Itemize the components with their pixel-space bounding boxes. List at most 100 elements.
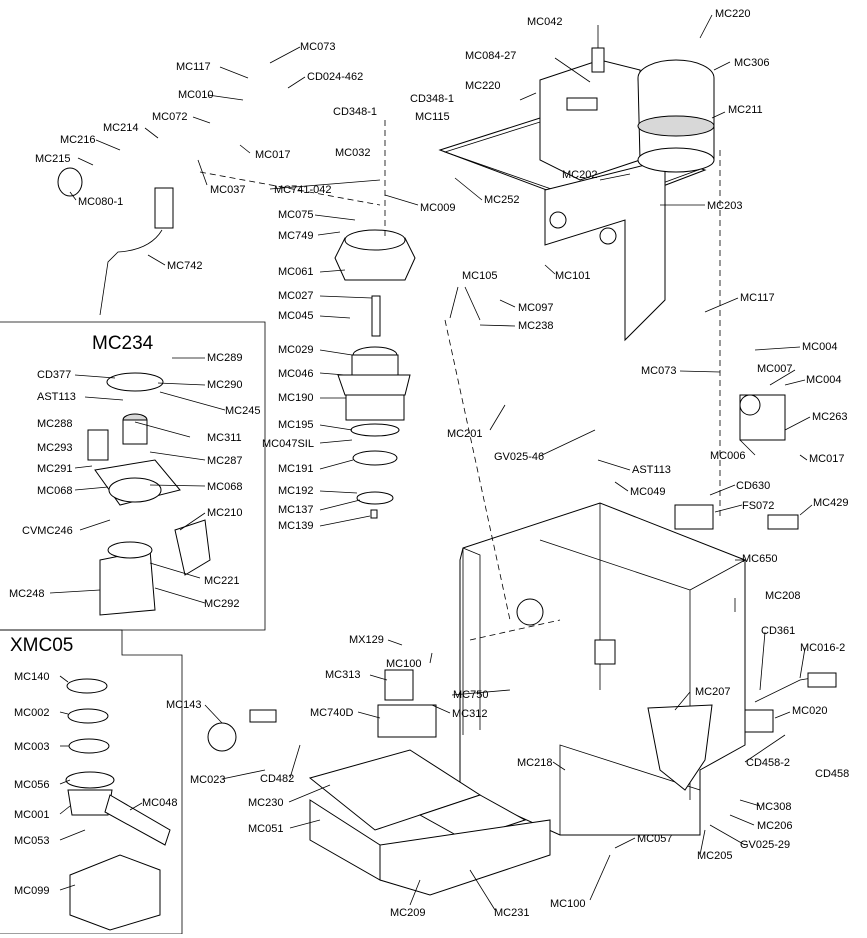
label-cd348-1: CD348-1 [333, 106, 377, 118]
label-mc650: MC650 [742, 553, 777, 565]
label-mc002: MC002 [14, 707, 49, 719]
label-mc068: MC068 [207, 481, 242, 493]
label-mc051: MC051 [248, 823, 283, 835]
label-gv025-46: GV025-46 [494, 451, 544, 463]
label-mc263: MC263 [812, 411, 847, 423]
label-mc017: MC017 [255, 149, 290, 161]
label-mc053: MC053 [14, 835, 49, 847]
label-mx129: MX129 [349, 634, 384, 646]
label-mc100: MC100 [550, 898, 585, 910]
label-mc206: MC206 [757, 820, 792, 832]
label-mc097: MC097 [518, 302, 553, 314]
label-cd458: CD458 [815, 768, 849, 780]
label-mc208: MC208 [765, 590, 800, 602]
label-cd630: CD630 [736, 480, 770, 492]
label-mc221: MC221 [204, 575, 239, 587]
steam-wand [99, 187, 174, 316]
label-mc231: MC231 [494, 907, 529, 919]
part-labels: MC042 MC220 MC084-27 MC220 MC306 MC211 M… [9, 8, 849, 919]
label-mc205: MC205 [697, 850, 732, 862]
group-title-xmc05: XMC05 [10, 635, 73, 656]
label-mc312: MC312 [452, 708, 487, 720]
label-mc313: MC313 [325, 669, 360, 681]
brew-group-mc234 [87, 372, 211, 616]
label-mc238: MC238 [518, 320, 553, 332]
portafilter-xmc05 [65, 678, 171, 931]
label-mc252: MC252 [484, 194, 519, 206]
label-mc049: MC049 [630, 486, 665, 498]
label-mc292: MC292 [204, 598, 239, 610]
label-ast113: AST113 [632, 464, 671, 476]
label-ast113: AST113 [37, 391, 76, 403]
label-mc230: MC230 [248, 797, 283, 809]
pressure-gauge [207, 709, 277, 752]
label-mc072: MC072 [152, 111, 187, 123]
label-mc306: MC306 [734, 57, 769, 69]
label-mc287: MC287 [207, 455, 242, 467]
label-mc048: MC048 [142, 797, 177, 809]
label-mc215: MC215 [35, 153, 70, 165]
label-cd458-2: CD458-2 [746, 757, 790, 769]
label-mc046: MC046 [278, 368, 313, 380]
assembly-line [199, 171, 381, 206]
label-mc042: MC042 [527, 16, 562, 28]
chassis-frame [459, 502, 746, 836]
label-mc209: MC209 [390, 907, 425, 919]
label-mc220: MC220 [465, 80, 500, 92]
label-mc029: MC029 [278, 344, 313, 356]
label-mc105: MC105 [462, 270, 497, 282]
label-mc210: MC210 [207, 507, 242, 519]
label-mc080-1: MC080-1 [78, 196, 123, 208]
label-mc289: MC289 [207, 352, 242, 364]
label-cd377: CD377 [37, 369, 71, 381]
label-mc216: MC216 [60, 134, 95, 146]
label-mc750: MC750 [453, 689, 488, 701]
label-mc740d: MC740D [310, 707, 353, 719]
label-mc032: MC032 [335, 147, 370, 159]
label-mc749: MC749 [278, 230, 313, 242]
label-mc741-042: MC741-042 [274, 184, 331, 196]
label-mc308: MC308 [756, 801, 791, 813]
label-mc016-2: MC016-2 [800, 642, 845, 654]
label-mc027: MC027 [278, 290, 313, 302]
label-mc214: MC214 [103, 122, 138, 134]
label-mc139: MC139 [278, 520, 313, 532]
assembly-line [469, 619, 561, 641]
label-mc101: MC101 [555, 270, 590, 282]
label-mc201: MC201 [447, 428, 482, 440]
label-mc290: MC290 [207, 379, 242, 391]
rear-panel [544, 159, 666, 342]
label-mc061: MC061 [278, 266, 313, 278]
label-mc075: MC075 [278, 209, 313, 221]
label-mc311: MC311 [207, 432, 242, 444]
label-mc291: MC291 [37, 463, 72, 475]
grinder-hopper [539, 47, 715, 181]
label-mc004: MC004 [802, 341, 837, 353]
label-cd024-462: CD024-462 [307, 71, 363, 83]
label-mc190: MC190 [278, 392, 313, 404]
label-mc140: MC140 [14, 671, 49, 683]
label-mc045: MC045 [278, 310, 313, 322]
boiler-assembly [334, 229, 416, 519]
steam-knob [57, 167, 83, 197]
label-mc195: MC195 [278, 419, 313, 431]
label-mc137: MC137 [278, 504, 313, 516]
label-mc073: MC073 [300, 41, 335, 53]
label-mc115: MC115 [415, 111, 450, 123]
label-mc100: MC100 [386, 658, 421, 670]
pump-assembly [739, 394, 786, 441]
label-mc023: MC023 [190, 774, 225, 786]
label-cd348-1: CD348-1 [410, 93, 454, 105]
label-mc047sil: MC047SIL [262, 438, 314, 450]
label-mc006: MC006 [710, 450, 745, 462]
label-mc293: MC293 [37, 442, 72, 454]
label-mc117: MC117 [740, 292, 775, 304]
label-mc191: MC191 [278, 463, 313, 475]
label-mc211: MC211 [728, 104, 763, 116]
label-mc073: MC073 [641, 365, 676, 377]
label-mc007: MC007 [757, 363, 792, 375]
label-mc003: MC003 [14, 741, 49, 753]
label-mc143: MC143 [166, 699, 201, 711]
